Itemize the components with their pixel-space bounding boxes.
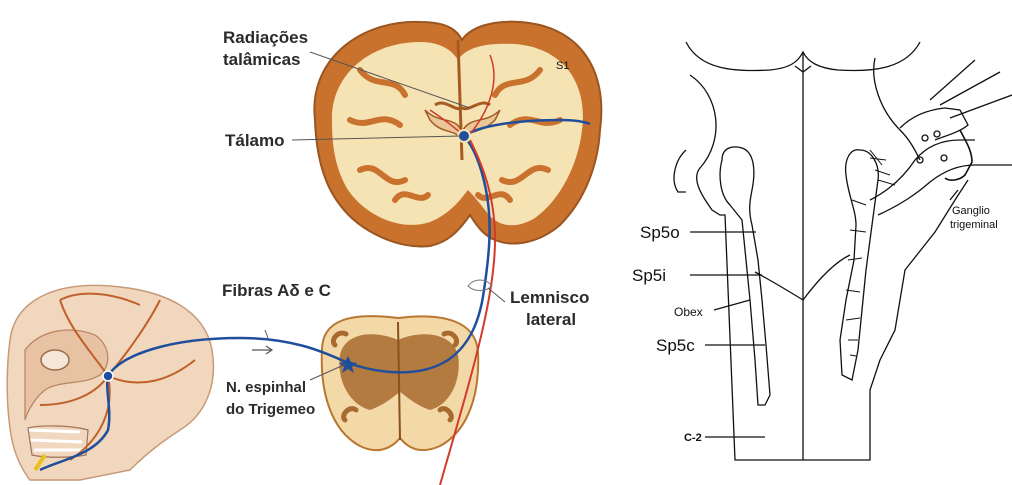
c2-label: C-2 [684,432,702,444]
ganglio-label-line1: Ganglio [952,205,990,217]
right-diagram [674,42,1012,460]
talamo-label: Tálamo [225,131,285,150]
s1-label: S1 [556,60,569,72]
head-skull-illustration [7,285,213,480]
ganglion-node-icon [103,371,113,381]
direction-arrow-icon [252,346,272,354]
right-labels: Sp5o Sp5i Obex Sp5c C-2 Ganglio trigemin… [632,205,998,444]
sp5i-label: Sp5i [632,266,666,285]
nucleo-label-line1: N. espinhal [226,379,306,396]
radiacoes-label-line1: Radiações [223,28,308,47]
lemnisco-label-line2: lateral [526,310,576,329]
nucleo-label-line2: do Trigemeo [226,401,315,418]
fibras-label: Fibras Aδ e C [222,281,331,300]
ganglio-label-line2: trigeminal [950,219,998,231]
lemnisco-label-line1: Lemnisco [510,288,589,307]
obex-label: Obex [674,305,703,319]
sp5o-label: Sp5o [640,223,680,242]
sp5c-label: Sp5c [656,336,695,355]
radiacoes-label-line2: talâmicas [223,50,301,69]
left-diagram: S1 [7,22,601,485]
